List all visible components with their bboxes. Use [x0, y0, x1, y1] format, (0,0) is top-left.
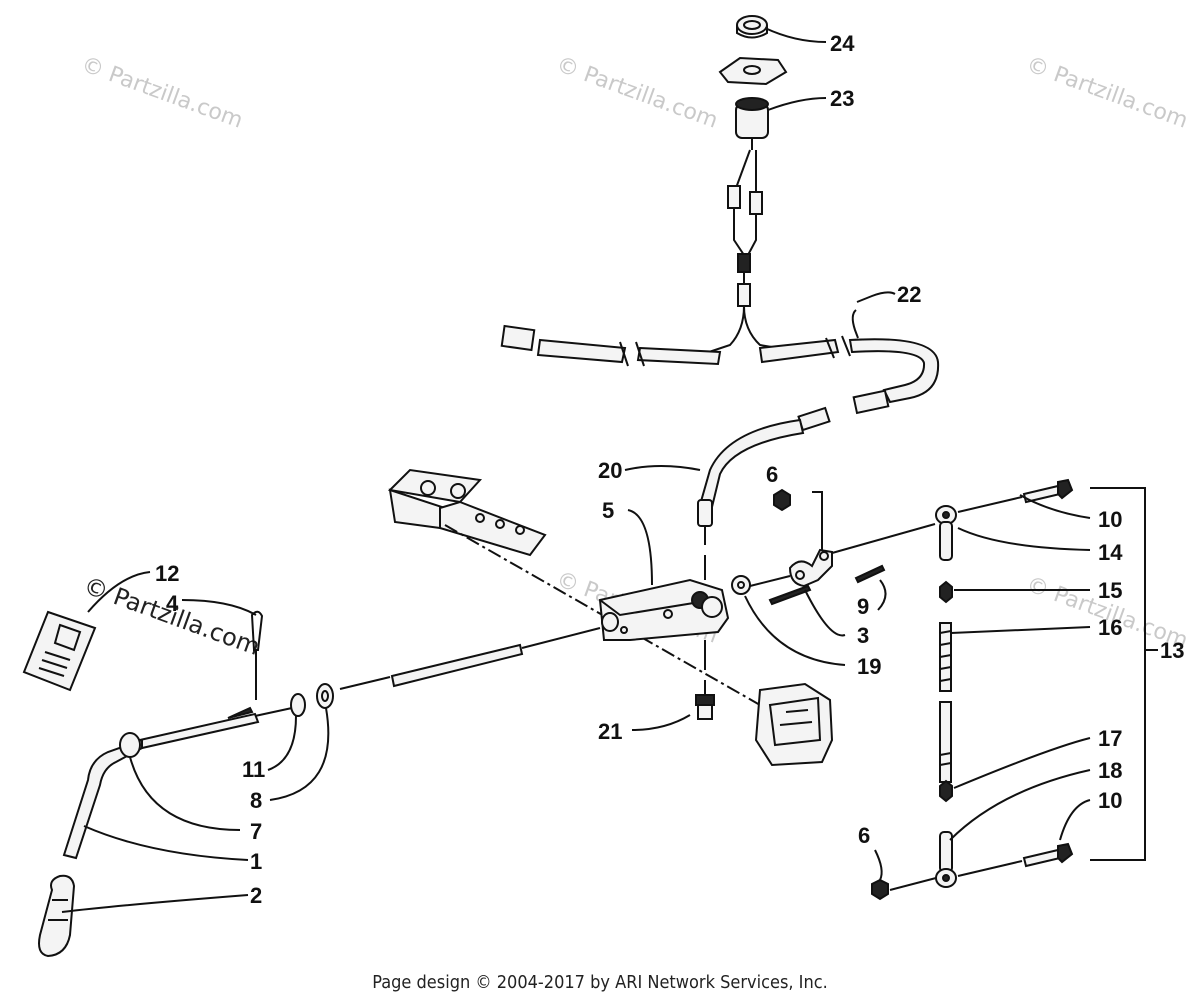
decal [22, 610, 97, 692]
callout-2: 2 [250, 883, 262, 908]
copyright-footer: Page design © 2004-2017 by ARI Network S… [372, 972, 828, 993]
callout-4: 9 [857, 594, 869, 619]
callout-20: 20 [598, 458, 622, 483]
callout-16: 16 [1098, 615, 1122, 640]
mounting-pad [754, 682, 834, 767]
linkage-rod [871, 478, 1146, 901]
callout-13: 13 [1160, 638, 1184, 663]
callout-9: 4 [166, 591, 179, 616]
callout-22: 22 [897, 282, 921, 307]
callout-19: 19 [857, 654, 881, 679]
sensor-lead [697, 406, 831, 580]
wiring-harness [500, 305, 940, 415]
leader-lines [61, 27, 1158, 913]
callout-21: 21 [598, 719, 622, 744]
watermark: © Partzilla.com [78, 52, 246, 134]
callout-14: 14 [1098, 540, 1123, 565]
shaft-assembly [38, 610, 601, 958]
callout-17: 17 [1098, 726, 1122, 751]
callout-6-bottom: 6 [858, 823, 870, 848]
switch-block [598, 578, 730, 641]
callouts: 24 23 22 20 6 5 10 14 12 15 4 9 16 3 13 … [155, 31, 1184, 908]
watermark: © Partzilla.com [553, 52, 721, 134]
mounting-bracket [387, 468, 547, 557]
callout-11: 11 [242, 757, 265, 782]
callout-24: 24 [830, 31, 855, 56]
callout-23: 23 [830, 86, 854, 111]
plate-part [718, 56, 788, 86]
callout-1: 1 [250, 849, 262, 874]
callout-10-bottom: 10 [1098, 788, 1122, 813]
fitting [695, 640, 715, 720]
callout-5: 5 [602, 498, 614, 523]
callout-10-top: 10 [1098, 507, 1122, 532]
callout-18: 18 [1098, 758, 1122, 783]
cap-part [736, 15, 768, 39]
shaft-right [731, 488, 936, 606]
callout-12: 12 [155, 561, 179, 586]
callout-15: 15 [1098, 578, 1122, 603]
callout-6-top: 6 [766, 462, 778, 487]
callout-3: 3 [857, 623, 869, 648]
callout-8: 8 [250, 788, 262, 813]
callout-7: 7 [250, 819, 262, 844]
watermark: © Partzilla.com [1023, 52, 1191, 134]
switch-part [727, 97, 769, 307]
